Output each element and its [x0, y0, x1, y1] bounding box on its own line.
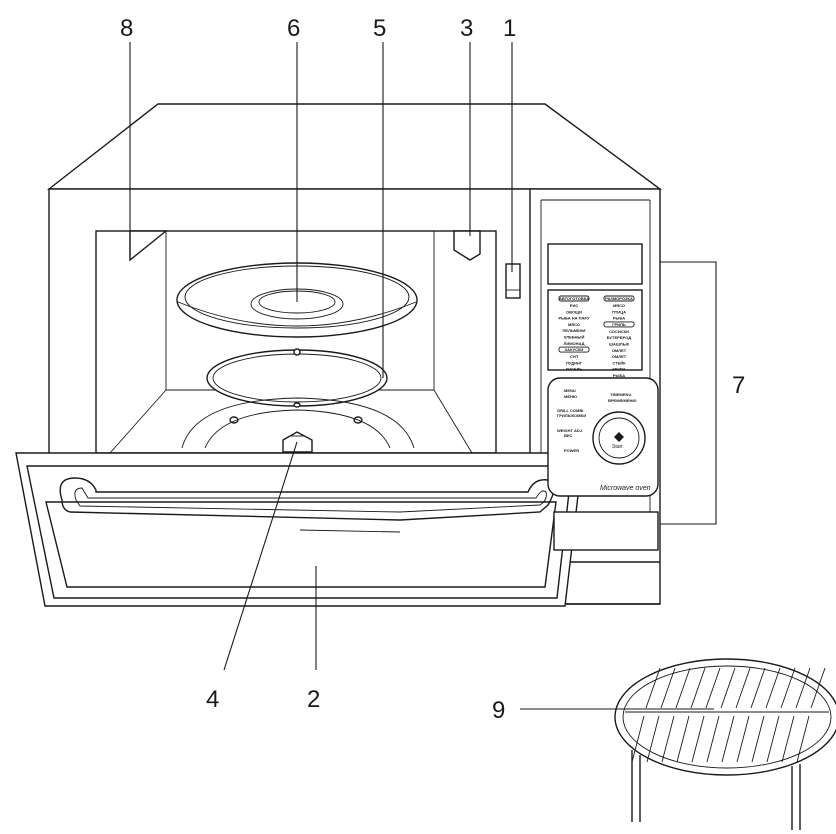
menu-header-soup-frame: [558, 346, 590, 353]
menu-item: ХЛЕБНЫЙ: [564, 335, 585, 340]
rack-bar: [660, 667, 676, 709]
menu-item: ЛИМОНАД: [564, 341, 585, 346]
oven-cavity: [95, 230, 521, 454]
timemenu-label: TIMEMENU: [610, 392, 631, 397]
grill-combi-label: GRILL COMBI: [557, 408, 583, 413]
callout-8: 8: [120, 15, 133, 42]
menu-header-defrost-frame: [603, 295, 635, 302]
menu-item: ПУДИНГ: [566, 360, 583, 365]
menu-item: ОВОЩИ: [566, 309, 582, 314]
menu-item: ОМЛЕТ: [612, 348, 627, 353]
menu-item: КРУПА: [612, 367, 625, 372]
start-icon: [614, 432, 624, 442]
menu-item: РЫБА: [613, 316, 625, 321]
rack-bar: [676, 715, 690, 763]
start-label: Start: [612, 444, 623, 450]
menu-item: РЫБА НА ПАРУ: [558, 316, 590, 321]
rack-bar: [646, 715, 660, 763]
menu-item: БУТЕРБРОД: [607, 335, 632, 340]
rack-bar: [750, 667, 766, 709]
menu-item: ОМЛЕТ: [612, 354, 627, 359]
door-window: [45, 501, 557, 588]
callout-9: 9: [492, 697, 505, 724]
menu-item: СУП: [570, 354, 578, 359]
menu-item: СОСИСКИ: [609, 329, 629, 334]
door-handle: [59, 477, 555, 521]
rack-bar: [796, 715, 810, 763]
menu-item: МЯСО: [568, 322, 580, 327]
weight-label: WEIGHT ADJ.: [557, 428, 583, 433]
rack-bar: [661, 715, 675, 763]
rack-bar: [720, 667, 736, 709]
rack-bar: [735, 667, 751, 709]
display-window: [547, 243, 643, 285]
rack-bar: [691, 715, 705, 763]
menu-item: ПЕЛЬМЕНИ: [563, 328, 586, 333]
rack-bar: [795, 667, 811, 709]
coupler: [282, 431, 313, 453]
rack-bar: [675, 667, 691, 709]
rack-bar: [705, 667, 721, 709]
menu-header-defrost: РАЗМОРОЗКА: [605, 296, 633, 301]
menu-item: МЯСО: [613, 303, 625, 308]
lower-panel-strip: [553, 511, 659, 551]
rack-bar: [690, 667, 706, 709]
menu-list: [547, 289, 643, 371]
wire-rack: [614, 658, 836, 830]
grill-combi-sub: ГРИЛЬ/КОМБИ: [557, 413, 586, 418]
menu-item: ПТИЦА: [612, 309, 626, 314]
door-latch: [505, 263, 521, 299]
menu-item: РЫБА: [613, 373, 625, 378]
menu-button-label: MENU: [564, 388, 576, 393]
power-label: POWER: [564, 448, 579, 453]
roller-ring: [181, 348, 415, 449]
rack-bar: [721, 715, 735, 763]
rack-bar: [751, 715, 765, 763]
menu-item: РИС: [570, 303, 579, 308]
menu-button-sub: МЕНЮ: [564, 394, 577, 399]
weight-sub: ВЕС: [564, 433, 573, 438]
menu-header-soup: ЗАКУСКИ: [565, 347, 584, 352]
menu-item: ШАШЛЫК: [609, 342, 630, 347]
oven-door: [15, 452, 584, 607]
menu-item: СТЕЙК: [612, 360, 626, 365]
callout-7: 7: [732, 372, 745, 399]
menu-header-grill-frame: [603, 321, 635, 328]
rack-bar: [645, 667, 661, 709]
brand-label: Microwave oven: [600, 485, 651, 492]
menu-header-grill: ГРИЛЬ: [612, 322, 626, 327]
callout-4: 4: [206, 686, 219, 713]
menu-item: КИСЕЛЬ: [566, 367, 583, 372]
rack-bar: [766, 715, 780, 763]
rack-bar: [781, 715, 795, 763]
callout-6: 6: [287, 15, 300, 42]
rack-bar: [810, 667, 826, 709]
rack-bar: [736, 715, 750, 763]
menu-header-auto-cook: АВТОГОТОВКА: [559, 296, 589, 301]
leader-lines: [129, 42, 717, 710]
menu-header-auto-cook-frame: [558, 295, 590, 302]
callout-5: 5: [373, 15, 386, 42]
rack-bar: [706, 715, 720, 763]
rack-bar: [780, 667, 796, 709]
rack-bar: [765, 667, 781, 709]
callout-1: 1: [503, 15, 516, 42]
rack-bar: [631, 715, 645, 763]
stirrer-cover: [453, 230, 481, 261]
callout-2: 2: [307, 686, 320, 713]
timemenu-sub: ВРЕМЯ/МЕНЮ: [608, 398, 637, 403]
callout-3: 3: [460, 15, 473, 42]
